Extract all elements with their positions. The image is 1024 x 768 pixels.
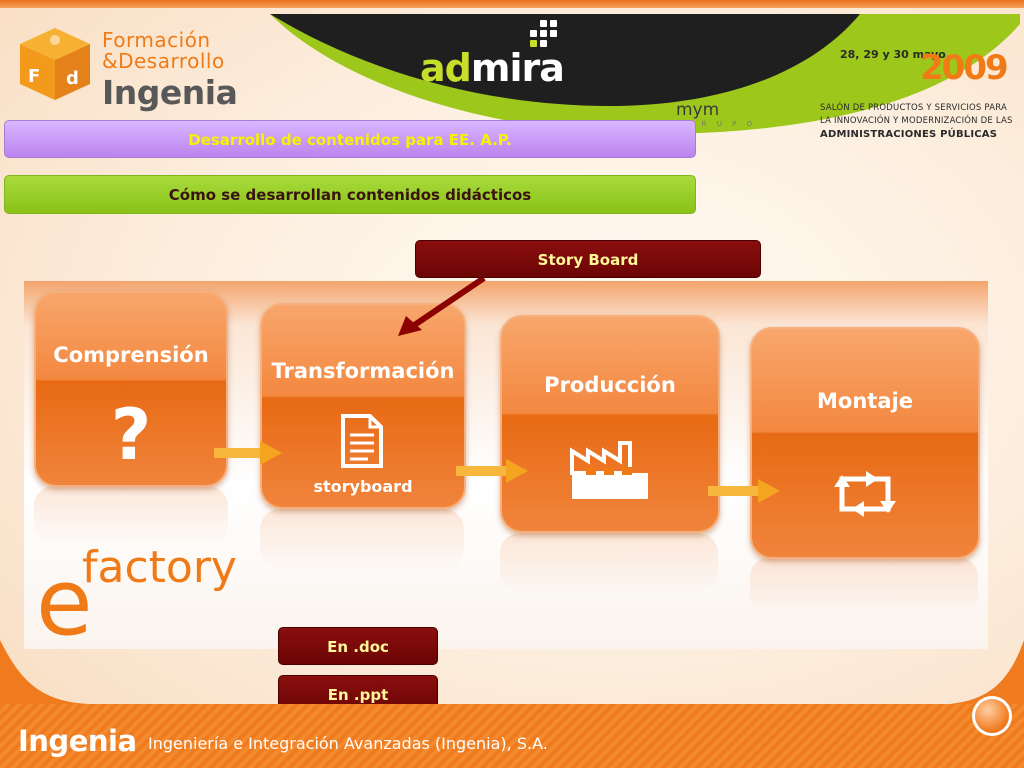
step-label: Transformación: [271, 359, 455, 383]
salon-line-2: LA INNOVACIÓN Y MODERNIZACIÓN DE LAS: [820, 116, 1013, 126]
document-icon: [341, 414, 383, 468]
footer-curve: [0, 640, 1024, 710]
formacion-desarrollo-logo: F d Formación &Desarrollo Ingenia: [10, 18, 250, 118]
logo-line-2: &Desarrollo: [102, 49, 225, 73]
admira-ad: ad: [420, 46, 472, 90]
admira-mira: mira: [470, 46, 565, 90]
process-panel: Comprensión ? Transformación storyboard …: [24, 281, 988, 649]
top-stripe: [0, 0, 1024, 8]
logo-line-1: Formación: [102, 28, 211, 52]
pointer-arrow-icon: [398, 276, 486, 336]
admira-logo: admira: [420, 46, 565, 90]
reflection: [750, 557, 978, 617]
question-mark-icon: ?: [111, 399, 152, 469]
step-card-comprension: Comprensión ?: [34, 291, 228, 487]
admira-banner: [270, 14, 1020, 134]
flow-arrow-icon: [456, 459, 528, 483]
event-year: 2009: [920, 48, 1009, 88]
grupo-text: G R U P O: [686, 120, 757, 128]
reflection: [500, 533, 718, 593]
logo-title: Formación &Desarrollo: [102, 30, 225, 72]
footer-bar: [0, 704, 1024, 768]
step-label: Comprensión: [53, 343, 209, 367]
step-sub-label: storyboard: [313, 477, 413, 496]
step-label: Montaje: [817, 389, 913, 413]
footer-ingenia-logo: Ingenia: [18, 724, 137, 758]
svg-text:?: ?: [111, 399, 152, 469]
mym-logo: mym: [676, 100, 720, 120]
footer-company-name: Ingeniería e Integración Avanzadas (Inge…: [148, 734, 548, 753]
flow-arrow-icon: [214, 441, 282, 465]
efactory-logo: e factory: [30, 530, 300, 656]
svg-text:F: F: [28, 66, 40, 87]
logo-line-3: Ingenia: [102, 73, 238, 112]
reflection: [34, 486, 228, 546]
section-subtitle-bar: Cómo se desarrollan contenidos didáctico…: [4, 175, 696, 214]
salon-description: SALÓN DE PRODUCTOS Y SERVICIOS PARA LA I…: [820, 102, 1020, 141]
story-board-button[interactable]: Story Board: [415, 240, 761, 278]
brand-factory: factory: [82, 542, 237, 593]
fd-cube-icon: F d: [20, 28, 90, 100]
orb-icon: [972, 696, 1012, 736]
factory-icon: [570, 441, 648, 499]
download-doc-button[interactable]: En .doc: [278, 627, 438, 665]
step-card-transformacion: Transformación storyboard: [260, 303, 466, 509]
salon-line-3: ADMINISTRACIONES PÚBLICAS: [820, 129, 998, 140]
assembly-cycle-icon: [834, 471, 896, 517]
section-title-bar: Desarrollo de contenidos para EE. A.P.: [4, 120, 696, 158]
svg-text:d: d: [66, 68, 79, 89]
reflection: [260, 509, 464, 569]
brand-e: e: [36, 549, 93, 645]
salon-line-1: SALÓN DE PRODUCTOS Y SERVICIOS PARA: [820, 103, 1007, 113]
step-card-produccion: Producción: [500, 315, 720, 533]
step-card-montaje: Montaje: [750, 327, 980, 559]
efactory-mark: e factory: [36, 542, 237, 656]
event-dates: 28, 29 y 30 mayo: [840, 48, 946, 61]
flow-arrow-icon: [708, 479, 780, 503]
step-label: Producción: [544, 373, 676, 397]
